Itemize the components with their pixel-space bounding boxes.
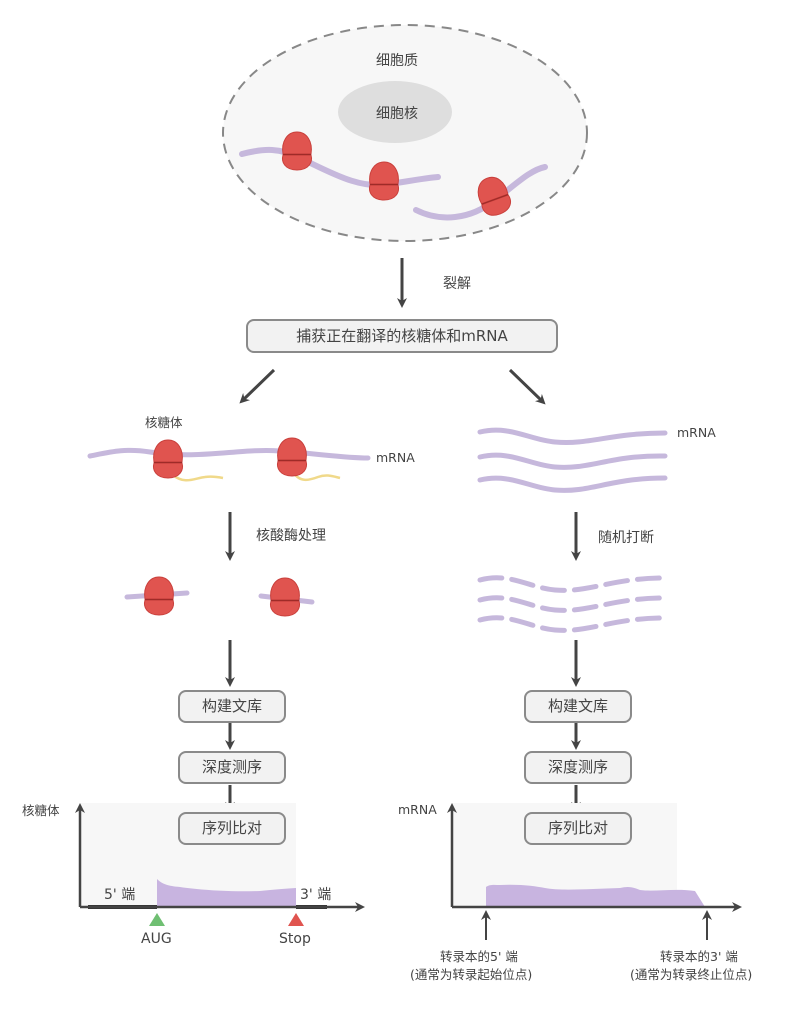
ribosome-label: 核糖体 bbox=[145, 415, 183, 430]
branch-arrow-left bbox=[239, 368, 276, 404]
step-box-library: 构建文库 bbox=[178, 690, 286, 723]
mrna-label-left: mRNA bbox=[376, 450, 415, 465]
plot-y-label: mRNA bbox=[398, 802, 437, 817]
stop-marker-icon bbox=[288, 913, 304, 926]
start-caption-note: (通常为转录起始位点) bbox=[410, 967, 533, 982]
mrna-strand bbox=[239, 146, 441, 189]
aug-marker-icon bbox=[149, 913, 165, 926]
fragmentation-label: 随机打断 bbox=[598, 530, 654, 546]
ribosome bbox=[143, 576, 175, 616]
ribosome bbox=[152, 439, 184, 479]
nucleus bbox=[338, 81, 452, 143]
step-box-alignment: 序列比对 bbox=[178, 812, 286, 845]
stop-label: Stop bbox=[279, 931, 311, 947]
step-box-sequencing: 深度测序 bbox=[524, 751, 632, 784]
three-prime-label: 3' 端 bbox=[300, 887, 332, 903]
aug-label: AUG bbox=[141, 931, 172, 947]
mrna-group bbox=[477, 427, 668, 493]
mrna-label-right: mRNA bbox=[677, 425, 716, 440]
cell bbox=[222, 24, 588, 242]
plot-y-label: 核糖体 bbox=[22, 803, 60, 818]
end-caption: 转录本的3' 端 bbox=[660, 949, 738, 964]
nuclease-label: 核酸酶处理 bbox=[256, 528, 326, 544]
mrna-strand bbox=[87, 447, 371, 461]
peptide-chain bbox=[172, 473, 224, 482]
ribosome bbox=[368, 161, 400, 201]
lysis-label: 裂解 bbox=[443, 276, 471, 292]
step-box-alignment: 序列比对 bbox=[524, 812, 632, 845]
coverage-area bbox=[486, 884, 705, 907]
nucleus-label: 细胞核 bbox=[376, 106, 418, 122]
start-caption: 转录本的5' 端 bbox=[440, 949, 518, 964]
branch-arrow-right bbox=[508, 368, 546, 405]
peptide-chain bbox=[290, 468, 341, 481]
step-box-library: 构建文库 bbox=[524, 690, 632, 723]
five-prime-label: 5' 端 bbox=[104, 887, 136, 903]
cytoplasm-label: 细胞质 bbox=[376, 53, 418, 69]
capture-box: 捕获正在翻译的核糖体和mRNA bbox=[246, 319, 558, 353]
ribosome bbox=[276, 437, 308, 477]
fragment-group bbox=[477, 575, 668, 633]
coverage-area bbox=[157, 879, 296, 907]
ribosome bbox=[281, 131, 313, 171]
ribosome bbox=[269, 577, 301, 617]
step-box-sequencing: 深度测序 bbox=[178, 751, 286, 784]
end-caption-note: (通常为转录终止位点) bbox=[630, 967, 753, 982]
